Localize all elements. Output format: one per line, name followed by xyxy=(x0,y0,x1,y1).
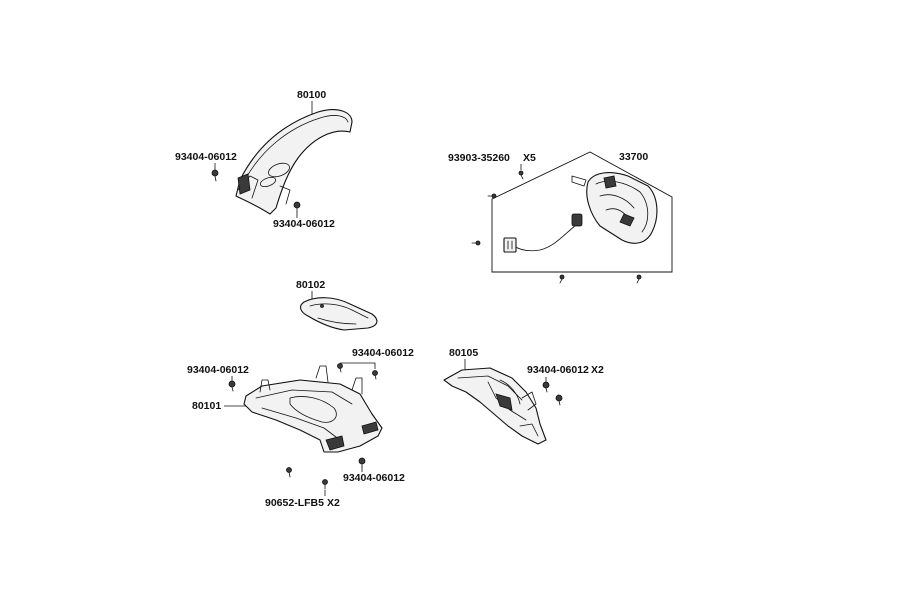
label-90652-lfb5: 90652-LFB5 xyxy=(265,497,324,509)
label-93404-f-qty: X2 xyxy=(591,364,604,376)
leader-93404-c xyxy=(340,362,376,369)
label-93404-06012-f: 93404-06012 xyxy=(527,364,589,376)
label-93404-06012-d: 93404-06012 xyxy=(187,364,249,376)
screw-90652-left[interactable] xyxy=(286,467,292,478)
screw-93404-a[interactable] xyxy=(211,169,219,182)
tail-light-wiring[interactable] xyxy=(503,213,583,253)
screw-90652-right[interactable] xyxy=(322,479,328,490)
screw-93404-d[interactable] xyxy=(228,380,236,392)
label-93903-35260: 93903-35260 xyxy=(448,152,510,164)
label-90652-qty: X2 xyxy=(327,497,340,509)
label-33700: 33700 xyxy=(619,151,648,163)
label-93404-06012-c: 93404-06012 xyxy=(352,347,414,359)
part-33700-tail-light[interactable] xyxy=(571,172,658,244)
label-80100: 80100 xyxy=(297,89,326,101)
label-93903-qty: X5 xyxy=(523,152,536,164)
screw-93404-c-right[interactable] xyxy=(372,370,378,380)
screw-93404-c-left[interactable] xyxy=(337,363,343,373)
label-80102: 80102 xyxy=(296,279,325,291)
part-80102-cover[interactable] xyxy=(299,297,378,331)
screw-93404-f-lower[interactable] xyxy=(555,394,563,406)
label-93404-06012-a: 93404-06012 xyxy=(175,151,237,163)
screw-93903-left-upper[interactable] xyxy=(487,193,497,199)
screw-93903-top[interactable] xyxy=(518,170,524,180)
screw-93404-f-upper[interactable] xyxy=(542,381,550,393)
screw-93404-e[interactable] xyxy=(358,457,366,469)
screw-93903-left-lower[interactable] xyxy=(471,240,481,246)
part-80105-inner-fender[interactable] xyxy=(443,367,547,445)
screw-93404-b[interactable] xyxy=(293,201,301,213)
part-80100-rear-fender[interactable] xyxy=(235,109,353,215)
label-80105: 80105 xyxy=(449,347,478,359)
label-80101: 80101 xyxy=(192,400,221,412)
label-93404-06012-e: 93404-06012 xyxy=(343,472,405,484)
label-93404-06012-b: 93404-06012 xyxy=(273,218,335,230)
screw-93903-bottom-middle[interactable] xyxy=(559,274,565,284)
part-80101-undertray[interactable] xyxy=(243,365,383,453)
assembly-bracket-33700 xyxy=(491,151,673,273)
screw-93903-bottom-right[interactable] xyxy=(636,274,642,284)
